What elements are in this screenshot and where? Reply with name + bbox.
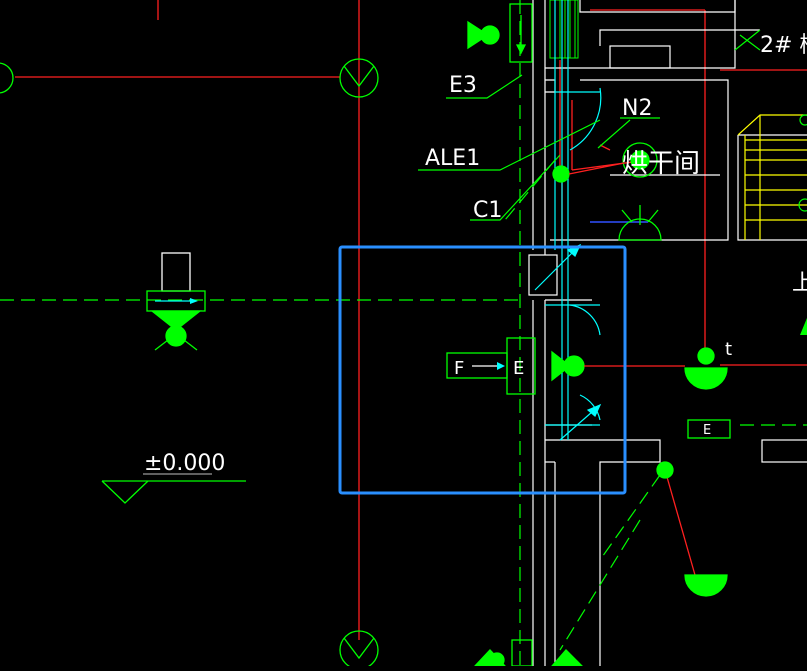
- exit-sign-icon[interactable]: E: [687, 419, 731, 439]
- stair-marker: [800, 318, 807, 335]
- label-level: ±0.000: [144, 451, 225, 476]
- label-n2: N2: [622, 96, 652, 121]
- leader-lines: [418, 29, 761, 221]
- emergency-light-icon[interactable]: [467, 3, 533, 63]
- duct-shaft-hatch: [549, 0, 579, 59]
- label-up: 上: [792, 271, 807, 296]
- stair-marker: [798, 198, 807, 212]
- door-swing-icon: [545, 304, 601, 336]
- emergency-light-icon[interactable]: [622, 142, 658, 178]
- exit-sign-e-label: E: [513, 358, 524, 379]
- door-swing-icon: [555, 87, 602, 151]
- emergency-light-icon[interactable]: [656, 461, 674, 479]
- emergency-light-icon[interactable]: [473, 639, 584, 668]
- red-wires: [568, 162, 685, 367]
- emergency-light-icon[interactable]: [684, 574, 728, 597]
- stair-outline: [737, 114, 807, 240]
- label-stair: 2# 楼: [760, 33, 807, 58]
- emergency-light-icon[interactable]: [684, 347, 728, 390]
- e-box-label: E: [703, 423, 711, 438]
- label-t: t: [725, 339, 732, 360]
- exit-sign-f-label: F: [454, 358, 464, 379]
- exit-sign-icon[interactable]: F E: [446, 337, 536, 395]
- label-c1: C1: [473, 198, 502, 223]
- label-ale1: ALE1: [425, 146, 480, 171]
- grid-axis-bubble-icon: [0, 62, 14, 94]
- label-room: 烘干间: [622, 149, 700, 179]
- emergency-light-icon[interactable]: [618, 205, 662, 241]
- emergency-light-icon[interactable]: [552, 165, 570, 183]
- door-swing-icon: [545, 394, 601, 426]
- grid-axis-bubble-icon: [339, 58, 379, 98]
- stair-marker: [799, 114, 807, 126]
- emergency-light-icon[interactable]: [146, 252, 206, 351]
- label-e3: E3: [449, 73, 477, 98]
- building-walls: [528, 0, 807, 666]
- level-marker-icon: [101, 480, 246, 504]
- selection-box[interactable]: [338, 245, 627, 495]
- emergency-light-icon[interactable]: [551, 350, 585, 382]
- grid-axis-lines: [15, 0, 807, 640]
